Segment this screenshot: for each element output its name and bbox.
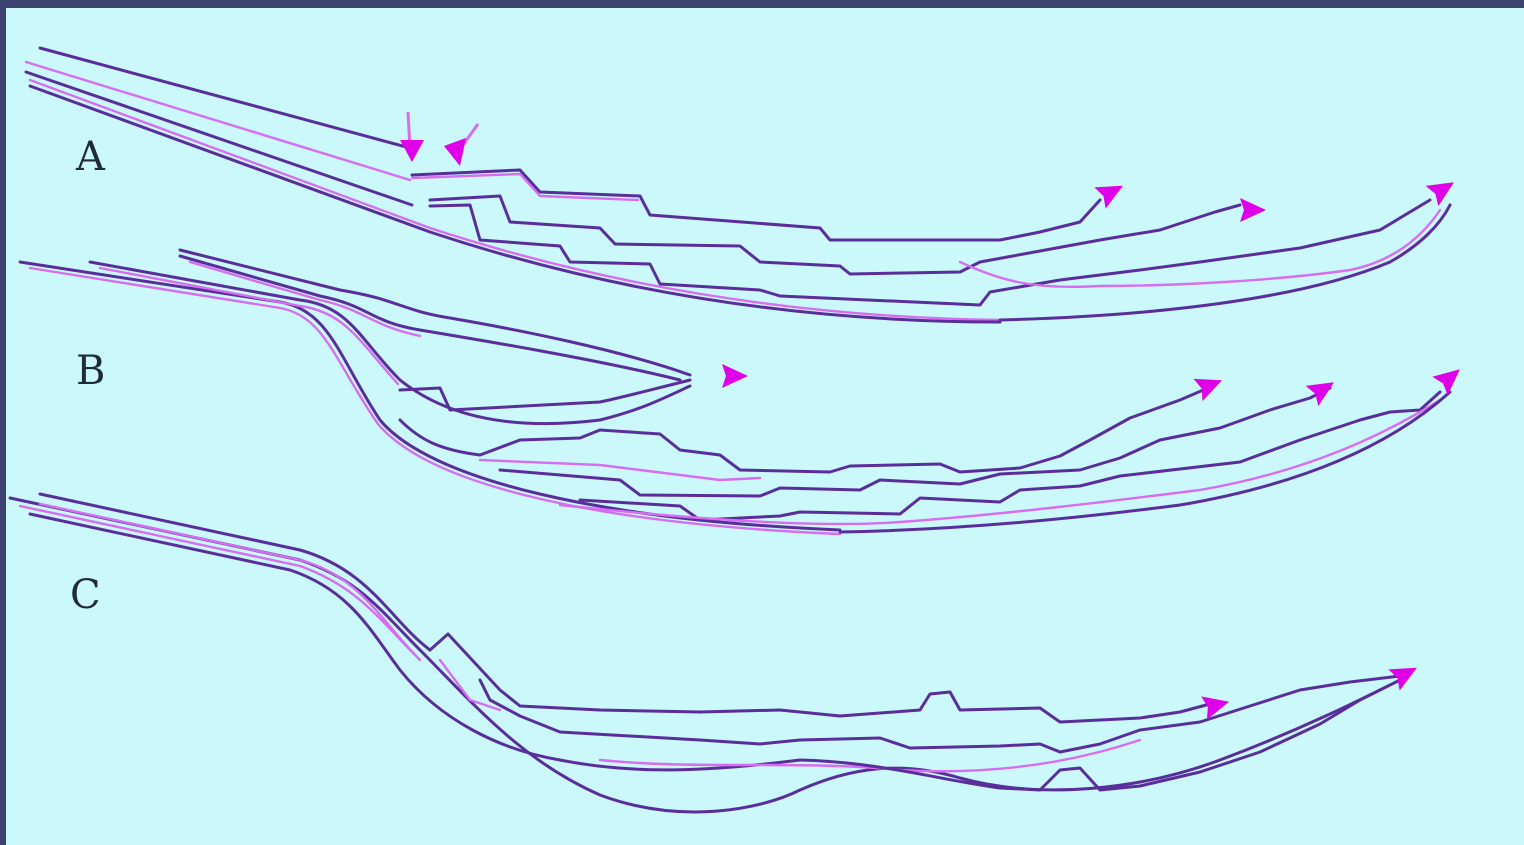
panel-a-branches [412,170,1450,320]
arrow-icon [722,364,748,388]
arrow-icon [400,140,424,162]
panel-b: B [20,250,1468,534]
arrow-icon [1388,657,1422,690]
arrow-icon [444,138,466,166]
panel-b-branches [400,380,1450,532]
panel-b-output-arrows [722,360,1468,406]
arrow-icon [1194,369,1227,401]
panel-a: A [26,48,1460,322]
panel-c: C [10,494,1423,812]
arrow-icon [1432,360,1467,395]
arrow-icon [1306,372,1341,406]
arrow-icon [1240,198,1266,222]
panel-a-label: A [75,134,106,180]
panel-b-incoming-bundle [20,250,840,534]
panel-c-branches [430,634,1400,790]
panel-a-input-arrows [400,112,478,166]
panel-c-label: C [70,572,101,618]
arrow-icon [1094,175,1128,208]
panel-b-label: B [76,348,105,394]
